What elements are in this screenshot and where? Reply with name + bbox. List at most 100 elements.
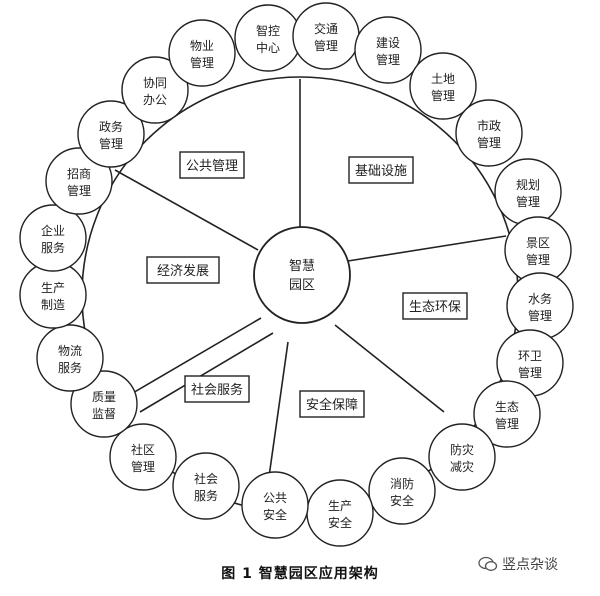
watermark: 竖点杂谈 [478, 554, 558, 574]
ring-node-label: 管理 [376, 52, 400, 67]
ring-node-circle [36, 324, 104, 392]
ring-node-label: 监督 [92, 406, 116, 421]
ring-node-label: 管理 [477, 135, 501, 150]
ring-node-circle [234, 4, 302, 72]
ring-node-label: 社会 [194, 471, 218, 486]
ring-node-label: 安全 [390, 493, 414, 508]
ring-node-label: 生产 [328, 499, 352, 513]
ring-node-label: 安全 [328, 515, 352, 530]
sector-label-eco: 生态环保 [402, 292, 468, 320]
ring-node-circle [77, 100, 145, 168]
ring-node-circle [172, 452, 240, 520]
ring-node-circle [168, 19, 236, 87]
ring-node-label: 物业 [190, 39, 214, 53]
center-line-1: 智慧 [289, 258, 315, 274]
sector-economy-text: 经济发展 [157, 263, 209, 279]
divider-upper-left [114, 169, 259, 251]
sector-safety-text: 安全保障 [306, 397, 358, 413]
sector-label-social: 社会服务 [184, 375, 250, 403]
ring-node-label: 社区 [131, 442, 155, 457]
center-node: 智慧 园区 [253, 226, 351, 324]
ring-node-label: 生产 [41, 281, 65, 295]
ring-node-label: 招商 [67, 166, 91, 181]
ring-node-circle [292, 2, 360, 70]
ring-node-circle [368, 457, 436, 525]
ring-nodes: 智控中心交通管理建设管理土地管理市政管理规划管理景区管理水务管理环卫管理生态管理… [19, 2, 574, 547]
ring-node-circle [306, 479, 374, 547]
ring-node-label: 防灾 [450, 442, 474, 457]
ring-node-circle [473, 380, 541, 448]
sector-eco-text: 生态环保 [409, 300, 461, 315]
sector-label-safety: 安全保障 [299, 390, 365, 418]
ring-node-label: 安全 [263, 507, 287, 522]
ring-node-label: 中心 [256, 40, 280, 55]
ring-node-label: 智控 [256, 23, 280, 38]
ring-node-label: 管理 [190, 55, 214, 70]
ring-node-label: 土地 [431, 72, 455, 86]
ring-node-label: 水务 [528, 291, 552, 306]
ring-node-circle [109, 423, 177, 491]
ring-node-label: 物流 [58, 344, 82, 358]
ring-node-label: 服务 [194, 488, 218, 503]
ring-node-circle [428, 423, 496, 491]
ring-node-circle [19, 261, 87, 329]
ring-node-label: 管理 [131, 459, 155, 474]
divider-lower-left-a [139, 332, 274, 413]
sector-label-public: 公共管理 [179, 151, 245, 179]
ring-node: 社会服务 [172, 452, 240, 520]
ring-node-label: 协同 [143, 75, 167, 90]
sector-public-text: 公共管理 [186, 159, 238, 174]
ring-node-label: 服务 [41, 240, 65, 255]
figure-caption: 图 1 智慧园区应用架构 [221, 566, 379, 582]
ring-node-label: 市政 [477, 118, 501, 133]
ring-node-label: 生态 [495, 400, 519, 414]
ring-node-label: 管理 [99, 136, 123, 151]
ring-node-label: 管理 [518, 365, 542, 380]
center-line-2: 园区 [289, 278, 315, 293]
ring-node-label: 服务 [58, 360, 82, 375]
ring-node-label: 公共 [263, 491, 287, 505]
ring-node-circle [409, 52, 477, 120]
ring-node-circle [45, 147, 113, 215]
ring-node-circle [19, 204, 87, 272]
ring-node-label: 规划 [516, 177, 540, 192]
ring-node-circle [506, 272, 574, 340]
ring-node-circle [70, 370, 138, 438]
ring-node-label: 建设 [376, 36, 400, 50]
ring-node-label: 质量 [92, 390, 116, 404]
ring-node-label: 政务 [99, 119, 123, 134]
ring-node-label: 管理 [314, 38, 338, 53]
ring-node-label: 减灾 [450, 459, 474, 474]
ring-node-label: 制造 [41, 298, 65, 312]
ring-node-circle [241, 471, 309, 539]
watermark-text: 竖点杂谈 [502, 557, 558, 573]
ring-node-label: 景区 [526, 236, 550, 250]
sector-social-text: 社会服务 [191, 382, 243, 398]
ring-node-label: 管理 [431, 88, 455, 103]
ring-node-label: 消防 [390, 476, 414, 491]
ring-node-label: 管理 [528, 308, 552, 323]
wechat-icon [478, 556, 498, 572]
sector-label-economy: 经济发展 [146, 256, 220, 284]
ring-node-circle [354, 16, 422, 84]
ring-node-circle [121, 56, 189, 124]
